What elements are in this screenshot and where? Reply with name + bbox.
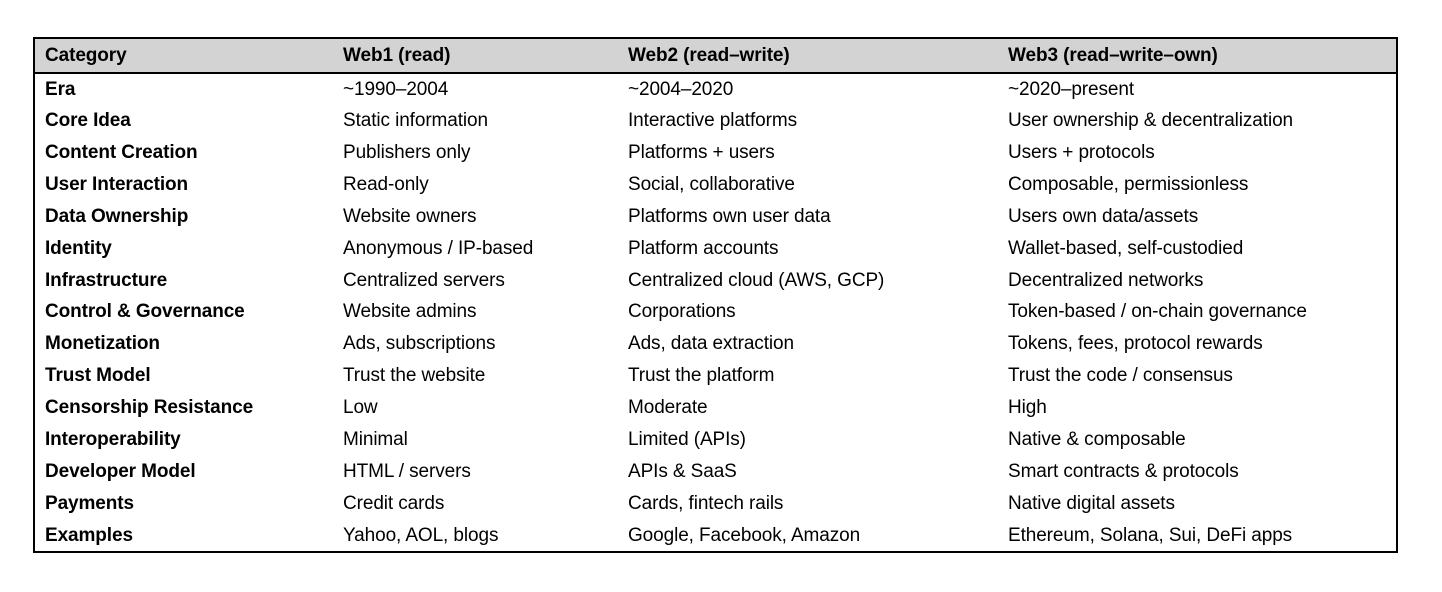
- table-row: Examples Yahoo, AOL, blogs Google, Faceboo…: [35, 519, 1396, 551]
- cell-web3: Tokens, fees, protocol rewards: [1008, 333, 1263, 355]
- cell-web3: Native & composable: [1008, 428, 1186, 450]
- cell-category: Control & Governance: [45, 301, 245, 323]
- cell-web2: Corporations: [628, 301, 736, 323]
- table-row: Interoperability Minimal Limited (APIs) Nat…: [35, 423, 1396, 455]
- cell-web2: APIs & SaaS: [628, 460, 737, 482]
- table-row: Content Creation Publishers only Platforms…: [35, 137, 1396, 169]
- web-eras-comparison-table: Category Web1 (read) Web2 (read–write) W…: [35, 39, 1396, 551]
- cell-category: Trust Model: [45, 365, 151, 387]
- cell-web1: Trust the website: [343, 365, 486, 387]
- cell-category: Interoperability: [45, 428, 181, 450]
- cell-web3: Trust the code / consensus: [1008, 365, 1233, 387]
- cell-web2: Trust the platform: [628, 365, 775, 387]
- column-header-category: Category: [35, 39, 333, 74]
- cell-web1: ~1990–2004: [343, 78, 449, 100]
- table-row: Trust Model Trust the website Trust the pl…: [35, 360, 1396, 392]
- cell-web3: Users own data/assets: [1008, 205, 1199, 227]
- cell-web1: Minimal: [343, 428, 408, 450]
- cell-web2: Cards, fintech rails: [628, 492, 784, 514]
- cell-category: Data Ownership: [45, 205, 189, 227]
- cell-web2: Platforms own user data: [628, 205, 831, 227]
- cell-web2: Google, Facebook, Amazon: [628, 524, 861, 546]
- cell-web1: Static information: [343, 110, 488, 132]
- cell-web3: Users + protocols: [1008, 142, 1155, 164]
- cell-web3: User ownership & decentralization: [1008, 110, 1294, 132]
- cell-web3: ~2020–present: [1008, 78, 1135, 100]
- cell-category: Examples: [45, 524, 133, 546]
- table-row: Monetization Ads, subscriptions Ads, data …: [35, 328, 1396, 360]
- cell-category: Developer Model: [45, 460, 196, 482]
- cell-web1: Yahoo, AOL, blogs: [343, 524, 499, 546]
- cell-category: Era: [45, 78, 76, 100]
- comparison-table-container: Category Web1 (read) Web2 (read–write) W…: [33, 37, 1398, 553]
- cell-web1: HTML / servers: [343, 460, 471, 482]
- table-row: Control & Governance Website admins Corpor…: [35, 296, 1396, 328]
- cell-category: Identity: [45, 237, 112, 259]
- cell-web2: Moderate: [628, 397, 708, 419]
- cell-web3: Smart contracts & protocols: [1008, 460, 1239, 482]
- cell-web1: Website owners: [343, 205, 477, 227]
- table-row: Era ~1990–2004 ~2004–2020 ~2020–present: [35, 73, 1396, 105]
- cell-web3: Composable, permissionless: [1008, 174, 1249, 195]
- table-row: Data Ownership Website owners Platforms ow…: [35, 200, 1396, 232]
- cell-web2: Platform accounts: [628, 237, 779, 259]
- cell-web3: Wallet-based, self-custodied: [1008, 237, 1244, 259]
- table-row: Infrastructure Centralized servers Central…: [35, 264, 1396, 296]
- cell-web1: Centralized servers: [343, 269, 505, 291]
- cell-web1: Credit cards: [343, 492, 445, 514]
- cell-web2: Centralized cloud (AWS, GCP): [628, 269, 885, 291]
- column-header-web1: Web1 (read): [333, 39, 618, 74]
- cell-web3: High: [1008, 397, 1047, 419]
- table-row: User Interaction Read-only Social, collabo…: [35, 169, 1396, 201]
- table-row: Identity Anonymous / IP-based Platform acc…: [35, 232, 1396, 264]
- cell-web2: Ads, data extraction: [628, 333, 794, 355]
- cell-category: Infrastructure: [45, 269, 168, 291]
- table-header: Category Web1 (read) Web2 (read–write) W…: [35, 39, 1396, 74]
- cell-web3: Decentralized networks: [1008, 269, 1204, 291]
- cell-web1: Publishers only: [343, 142, 471, 164]
- cell-web1: Anonymous / IP-based: [343, 237, 534, 259]
- cell-web1: Read-only: [343, 174, 429, 195]
- cell-web3: Native digital assets: [1008, 492, 1175, 514]
- cell-web2: Limited (APIs): [628, 428, 746, 450]
- cell-category: Monetization: [45, 333, 160, 355]
- column-header-web3: Web3 (read–write–own): [998, 39, 1396, 74]
- cell-category: Censorship Resistance: [45, 397, 254, 419]
- cell-category: Core Idea: [45, 110, 131, 132]
- cell-web2: Platforms + users: [628, 142, 775, 164]
- cell-web1: Website admins: [343, 301, 477, 323]
- cell-web2: Interactive platforms: [628, 110, 797, 132]
- table-header-row: Category Web1 (read) Web2 (read–write) W…: [35, 39, 1396, 74]
- table-row: Core Idea Static information Interactive p…: [35, 105, 1396, 137]
- table-row: Payments Credit cards Cards, fintech rails…: [35, 487, 1396, 519]
- cell-category: Payments: [45, 492, 134, 514]
- table-row: Developer Model HTML / servers APIs & SaaS…: [35, 455, 1396, 487]
- cell-category: User Interaction: [45, 174, 189, 195]
- cell-web3: Token-based / on-chain governance: [1008, 301, 1307, 323]
- cell-web1: Ads, subscriptions: [343, 333, 496, 355]
- table-row: Censorship Resistance Low Moderate High: [35, 392, 1396, 424]
- cell-category: Content Creation: [45, 142, 198, 164]
- cell-web2: Social, collaborative: [628, 174, 795, 195]
- cell-web1: Low: [343, 397, 378, 419]
- cell-web3: Ethereum, Solana, Sui, DeFi apps: [1008, 524, 1293, 546]
- cell-web2: ~2004–2020: [628, 78, 734, 100]
- column-header-web2: Web2 (read–write): [618, 39, 998, 74]
